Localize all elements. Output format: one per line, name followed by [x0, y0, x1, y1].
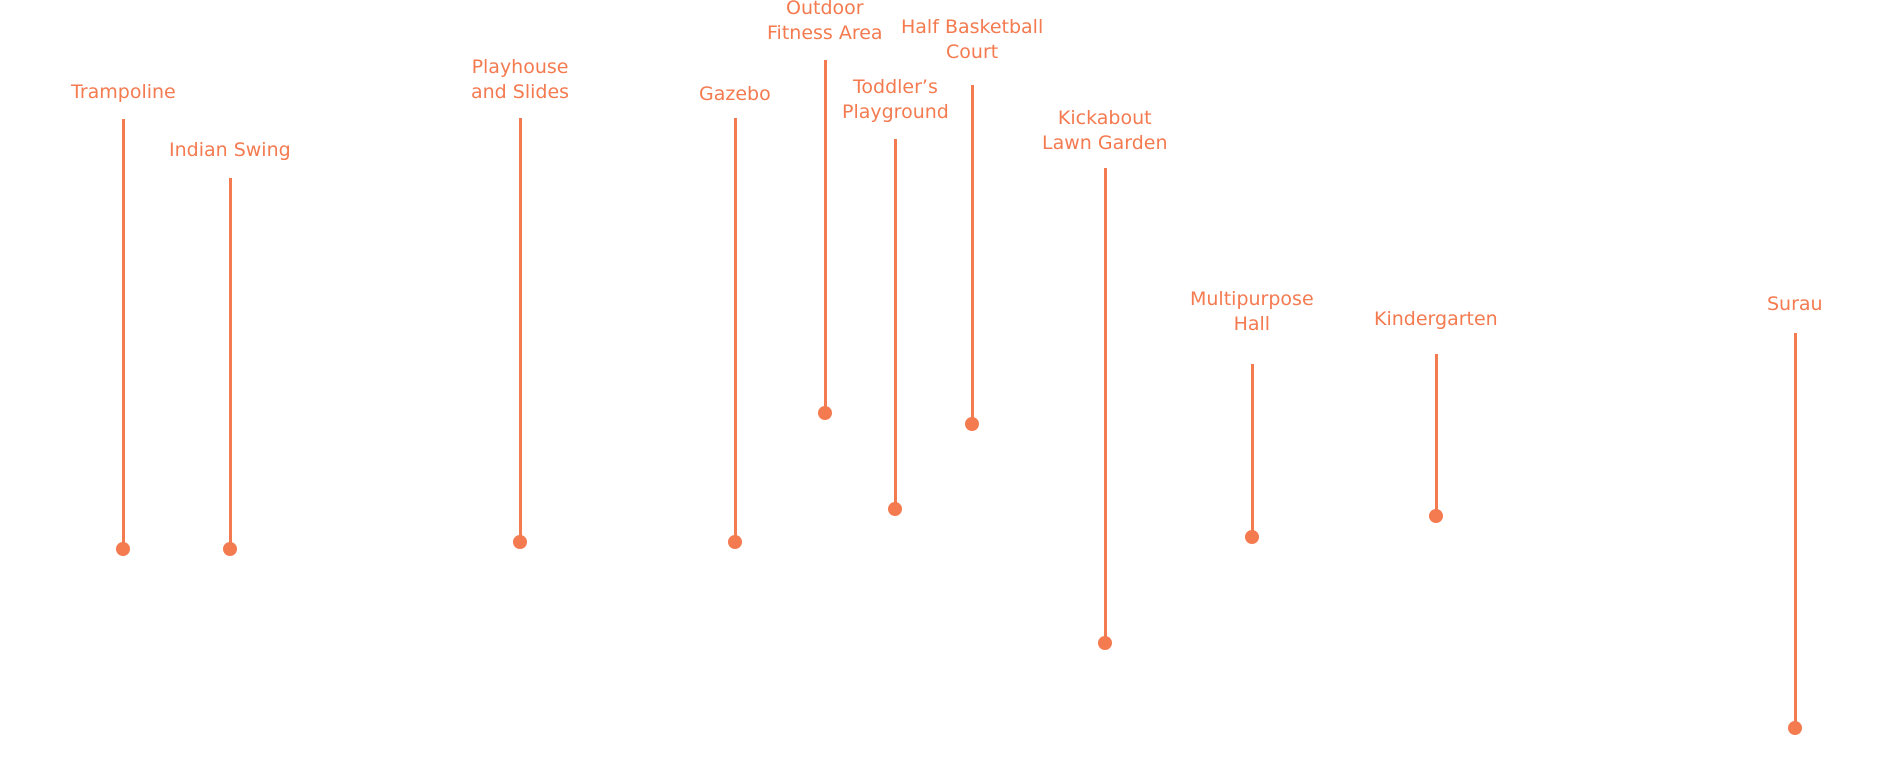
callout-label-line: Indian Swing [169, 139, 291, 161]
callout-label: Gazebo [699, 82, 771, 107]
leader-line [733, 118, 737, 542]
leader-line [823, 60, 827, 413]
callout-label-line: Court [946, 41, 999, 63]
leader-line [228, 178, 232, 549]
anchor-dot [965, 417, 979, 431]
anchor-dot [1788, 721, 1802, 735]
callout-label: Kindergarten [1374, 307, 1498, 332]
leader-line [1103, 168, 1107, 643]
callout-label: Indian Swing [169, 138, 291, 163]
callout-label-line: Lawn Garden [1042, 132, 1168, 154]
callout-label-line: Kickabout [1057, 107, 1152, 129]
callout-label-line: Playhouse [471, 56, 569, 78]
leader-line [970, 85, 974, 424]
callout-label: Trampoline [71, 80, 176, 105]
callout-label-line: Outdoor [786, 0, 864, 19]
callout-label-line: Surau [1767, 293, 1823, 315]
anchor-dot [1429, 509, 1443, 523]
callout-label-line: Hall [1233, 313, 1271, 335]
leader-line [893, 139, 897, 509]
anchor-dot [818, 406, 832, 420]
callout-label-line: Fitness Area [767, 22, 883, 44]
anchor-dot [728, 535, 742, 549]
leader-line [1793, 333, 1797, 728]
callout-label: Surau [1767, 292, 1823, 317]
callout-label: Playhouse and Slides [471, 55, 569, 105]
callout-label-line: Playground [842, 101, 949, 123]
anchor-dot [1098, 636, 1112, 650]
leader-line [518, 118, 522, 542]
leader-line [1250, 364, 1254, 537]
anchor-dot [116, 542, 130, 556]
callout-label-line: Half Basketball [901, 16, 1044, 38]
callout-label-line: Kindergarten [1374, 308, 1498, 330]
leader-line [1434, 354, 1438, 516]
anchor-dot [1245, 530, 1259, 544]
callout-label-line: Multipurpose [1190, 288, 1314, 310]
callout-label-line: Toddler’s [853, 76, 938, 98]
anchor-dot [888, 502, 902, 516]
callout-label-line: Trampoline [71, 81, 176, 103]
leader-line [121, 119, 125, 549]
callout-label-line: Gazebo [699, 83, 771, 105]
anchor-dot [223, 542, 237, 556]
anchor-dot [513, 535, 527, 549]
callout-label-line: and Slides [471, 81, 570, 103]
